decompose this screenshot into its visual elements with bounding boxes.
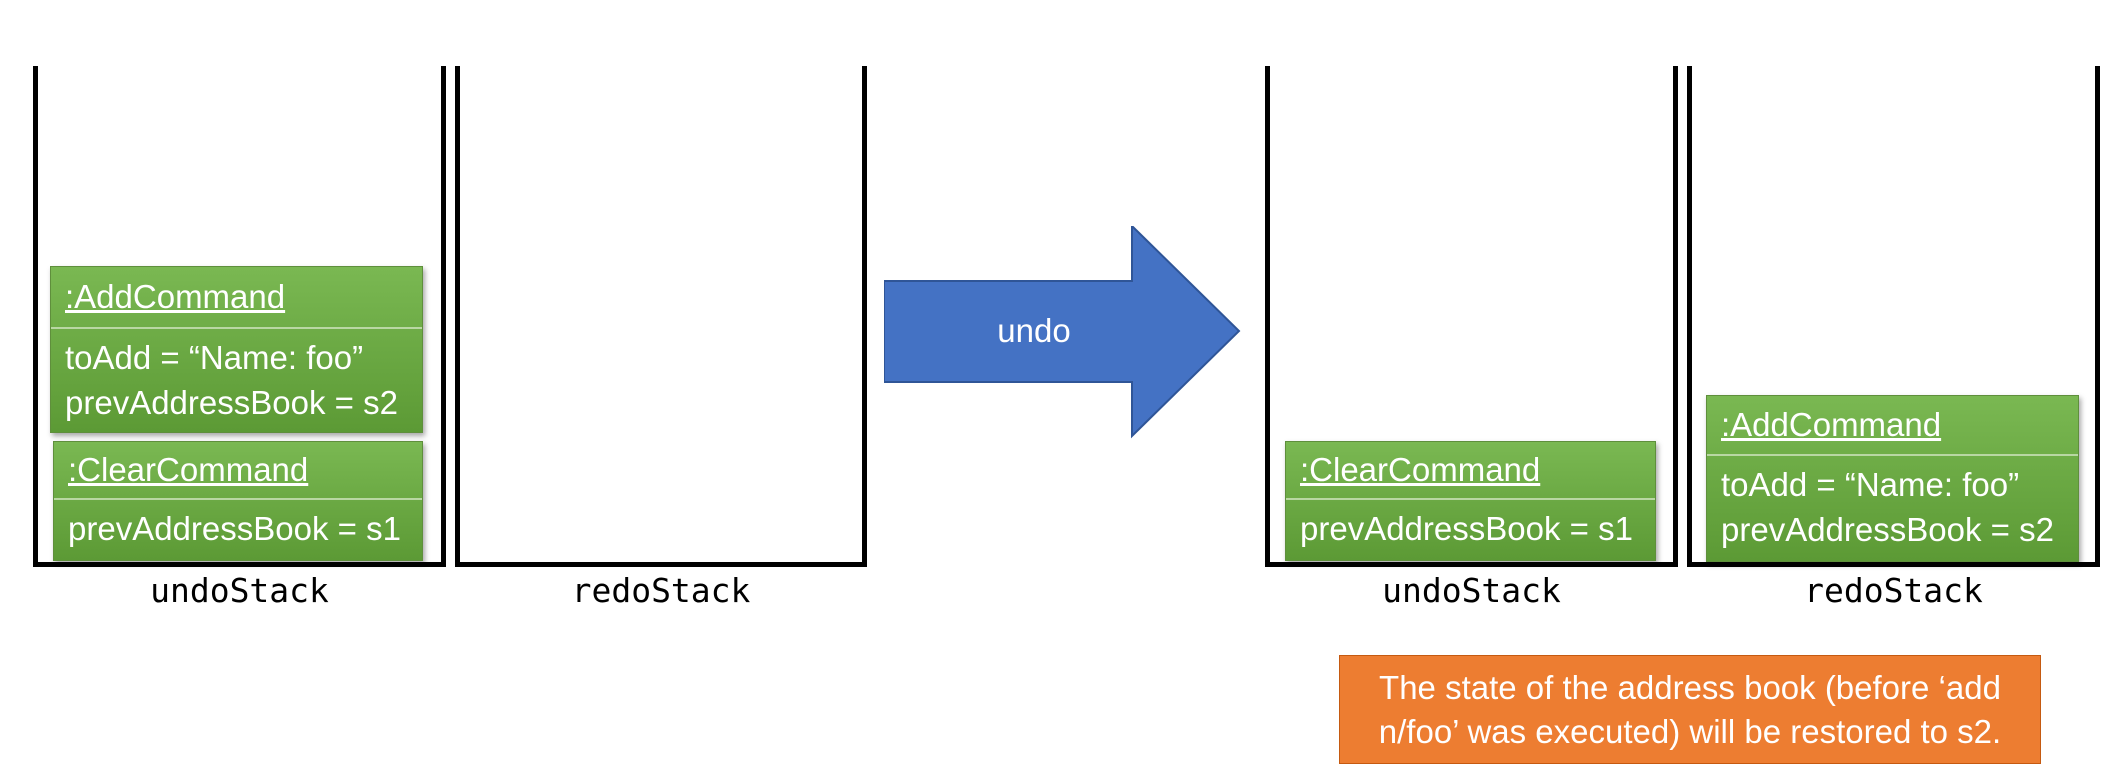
clear-command-title: :ClearCommand (54, 442, 422, 500)
clear-command-body: prevAddressBook = s1 (54, 500, 422, 551)
add-command-toadd: toAdd = “Name: foo” (1721, 466, 2020, 503)
undo-arrow-label: undo (997, 312, 1071, 349)
add-command-body: toAdd = “Name: foo” prevAddressBook = s2 (51, 329, 422, 425)
before-redo-stack-label: redoStack (571, 571, 751, 610)
before-redo-stack (455, 66, 867, 567)
after-clear-command: :ClearCommand prevAddressBook = s1 (1285, 441, 1656, 561)
after-undo-stack (1265, 66, 1678, 567)
undo-arrow-shape (884, 226, 1241, 439)
clear-command-title: :ClearCommand (1286, 442, 1655, 500)
add-command-toadd: toAdd = “Name: foo” (65, 339, 364, 376)
after-redo-stack (1687, 66, 2100, 567)
clear-command-prev: prevAddressBook = s1 (1300, 510, 1633, 547)
add-command-body: toAdd = “Name: foo” prevAddressBook = s2 (1707, 456, 2078, 552)
before-add-command: :AddCommand toAdd = “Name: foo” prevAddr… (50, 266, 423, 433)
add-command-prev: prevAddressBook = s2 (1721, 511, 2054, 548)
add-command-title: :AddCommand (1707, 396, 2078, 456)
clear-command-prev: prevAddressBook = s1 (68, 510, 401, 547)
before-clear-command: :ClearCommand prevAddressBook = s1 (53, 441, 423, 561)
after-undo-stack-label: undoStack (1382, 571, 1561, 610)
add-command-title: :AddCommand (51, 267, 422, 329)
restore-note: The state of the address book (before ‘a… (1339, 655, 2041, 764)
add-command-prev: prevAddressBook = s2 (65, 384, 398, 421)
undo-arrow-icon (884, 226, 1241, 439)
after-add-command: :AddCommand toAdd = “Name: foo” prevAddr… (1706, 395, 2079, 562)
after-redo-stack-label: redoStack (1804, 571, 1983, 610)
clear-command-body: prevAddressBook = s1 (1286, 500, 1655, 551)
before-undo-stack (33, 66, 446, 567)
before-undo-stack-label: undoStack (150, 571, 329, 610)
